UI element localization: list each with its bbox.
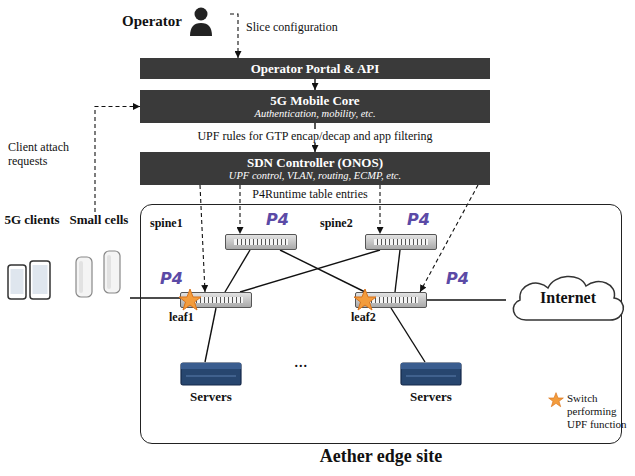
server-rack: Servers <box>392 362 470 404</box>
connector <box>95 107 140 213</box>
connector <box>427 299 506 300</box>
server-label: Servers <box>392 389 470 404</box>
upf-star <box>178 288 202 312</box>
connector <box>205 308 216 362</box>
p4-logo: P4 <box>266 211 289 229</box>
spine-switch: spine1 <box>225 234 297 250</box>
device-label: Small cells <box>68 212 130 227</box>
small-cells: Small cells <box>68 212 130 303</box>
legend-entry: Switch performing UPF function <box>548 392 635 431</box>
device-label: 5G clients <box>4 212 60 227</box>
connector <box>230 14 238 58</box>
p4-logo: P4 <box>160 270 183 288</box>
switch-name: leaf2 <box>351 310 376 324</box>
phone-icons <box>4 257 60 307</box>
connector <box>391 308 425 362</box>
edge-site-region: Aether edge sitespine1spine2leaf1leaf2Se… <box>140 204 622 444</box>
server-label: Servers <box>172 389 250 404</box>
internet-cloud: Internet <box>506 270 630 326</box>
cloud-label: Internet <box>506 289 630 307</box>
switch-ports <box>234 239 288 245</box>
connector <box>239 185 240 234</box>
server-icon <box>400 362 462 386</box>
edge-label: Slice configuration <box>244 20 340 34</box>
p4-logo: P4 <box>407 211 430 229</box>
edge-label: Client attach requests <box>6 140 92 168</box>
connector <box>280 250 365 292</box>
connector <box>395 250 400 292</box>
box-title: 5G Mobile Core <box>146 93 484 108</box>
switch-name: spine1 <box>150 216 183 230</box>
server-icon <box>180 362 242 386</box>
interface-note: P4Runtime table entries <box>252 187 367 201</box>
switch-ports <box>374 239 428 245</box>
subtitle: Authentication, mobility, etc. <box>146 108 484 120</box>
legend-text: Switch performing UPF function <box>567 392 635 431</box>
client-devices: 5G clients <box>4 212 60 307</box>
connector <box>314 79 315 90</box>
upf-star <box>353 288 377 312</box>
subtitle: UPF control, VLAN, routing, ECMP, etc. <box>146 170 484 182</box>
leaf-switch: leaf2 <box>355 292 427 308</box>
controller-box: SDN Controller (ONOS)UPF control, VLAN, … <box>140 152 490 185</box>
switch-name: leaf1 <box>169 310 194 324</box>
ellipsis: ... <box>294 354 308 368</box>
small-cell-icons <box>68 239 130 303</box>
switch-name: spine2 <box>320 216 353 230</box>
connector <box>130 297 180 298</box>
region-title: Aether edge site <box>141 446 621 466</box>
actor-label: Operator <box>122 13 182 30</box>
connector <box>379 185 380 234</box>
box-title: SDN Controller (ONOS) <box>146 155 484 170</box>
person-icon <box>188 6 214 36</box>
leaf-switch: leaf1 <box>180 292 252 308</box>
p4-logo: P4 <box>446 270 469 288</box>
edge-label: UPF rules for GTP encap/decap and app fi… <box>195 129 434 143</box>
connector <box>240 250 380 292</box>
core-box: 5G Mobile CoreAuthentication, mobility, … <box>140 90 490 123</box>
spine-switch: spine2 <box>365 234 437 250</box>
portal-box: Operator Portal & API <box>140 58 490 79</box>
operator-actor: Operator <box>118 4 230 38</box>
server-rack: Servers <box>172 362 250 404</box>
connector <box>200 185 205 292</box>
connector <box>225 250 250 292</box>
box-title: Operator Portal & API <box>146 61 484 76</box>
legend-star <box>548 392 564 408</box>
